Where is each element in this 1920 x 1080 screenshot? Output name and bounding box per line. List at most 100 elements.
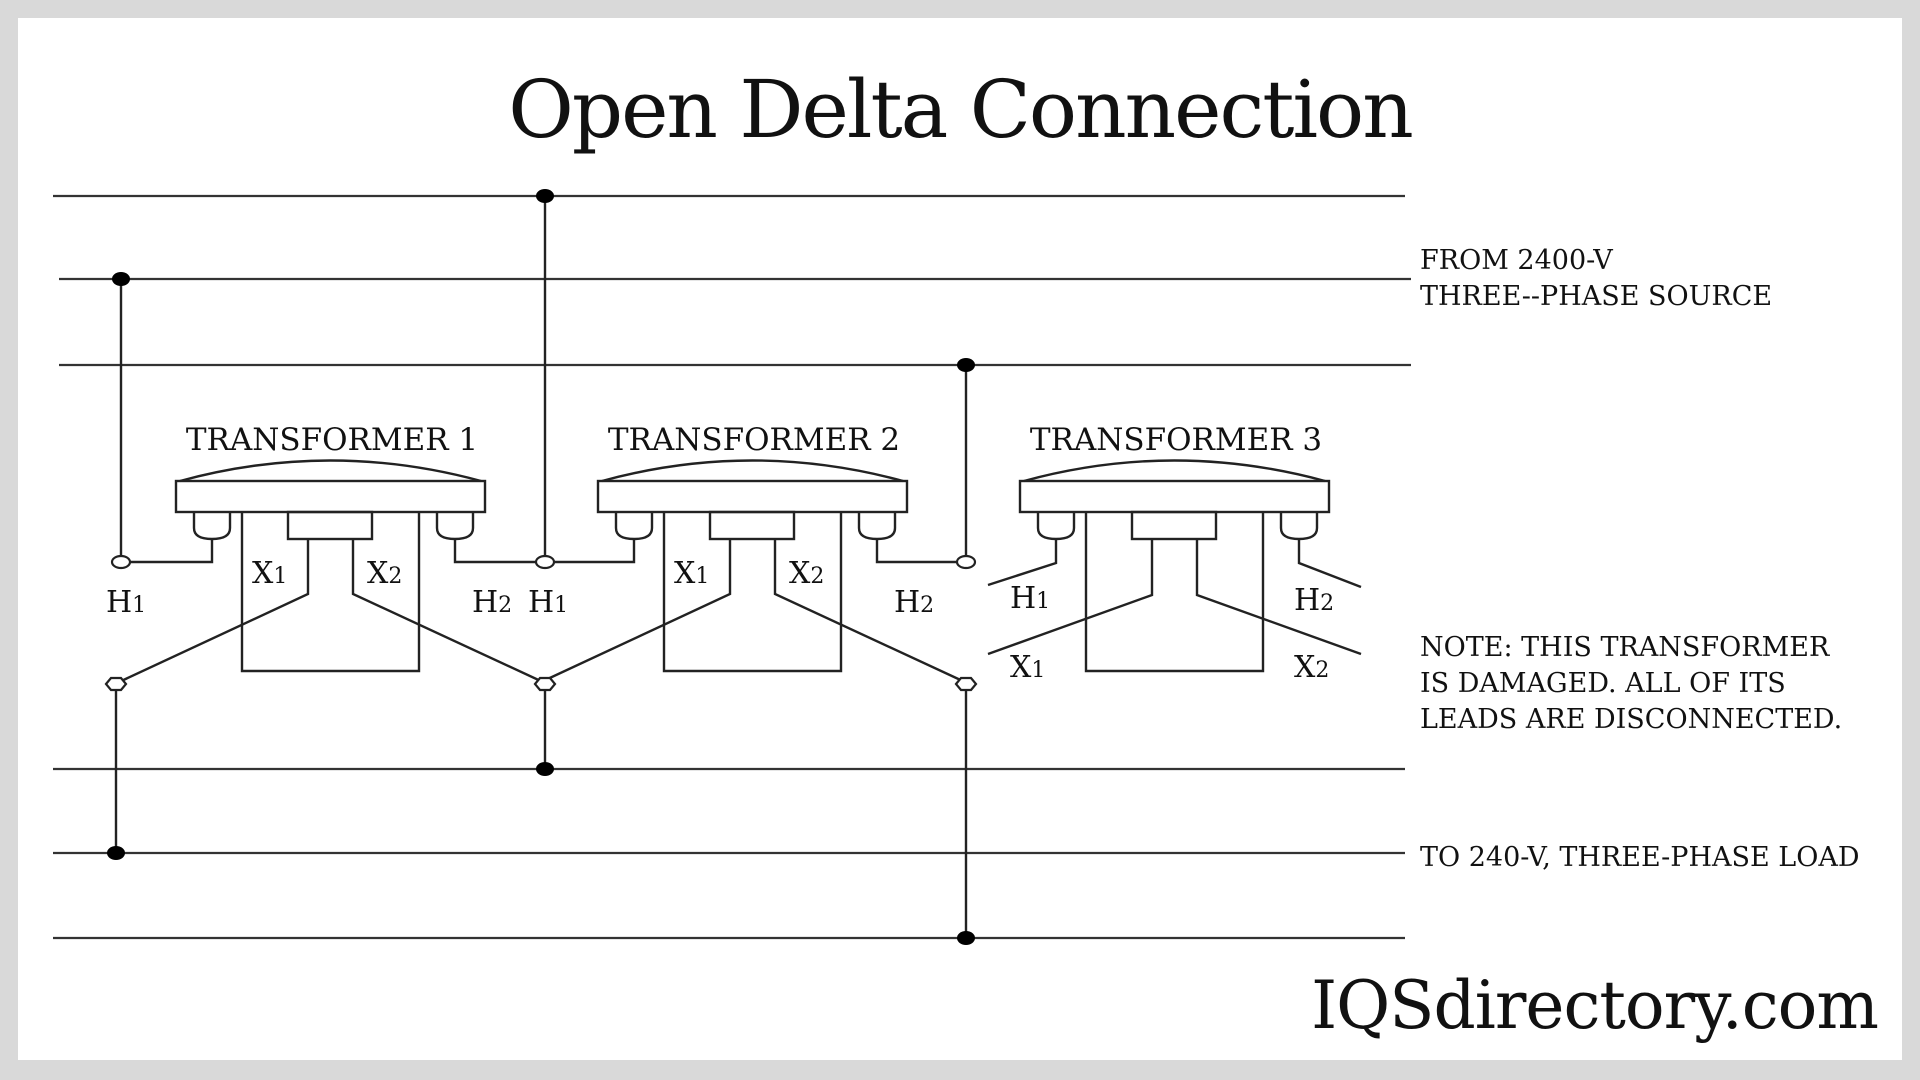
h1-bushing-icon bbox=[614, 512, 654, 541]
secondary-block bbox=[1130, 510, 1218, 541]
x1-label-letter: X bbox=[674, 556, 696, 591]
open-terminals bbox=[104, 554, 978, 692]
transformer-core bbox=[240, 512, 421, 673]
primary-connections bbox=[112, 189, 975, 558]
h2-lead-loose bbox=[1297, 539, 1362, 589]
secondary-block bbox=[708, 510, 796, 541]
brand-logo-text: IQSdirectory.com bbox=[1311, 967, 1878, 1044]
transformer-name: TRANSFORMER 2 bbox=[608, 422, 900, 458]
junction-dot bbox=[957, 931, 975, 945]
load-label: TO 240-V, THREE-PHASE LOAD bbox=[1420, 842, 1860, 873]
x1-label: X1 bbox=[252, 556, 287, 591]
source-label: FROM 2400-V THREE--PHASE SOURCE bbox=[1420, 245, 1772, 312]
x1-label-letter: X bbox=[252, 556, 274, 591]
h1-lead-loose bbox=[987, 539, 1058, 587]
h2-bushing-icon bbox=[1279, 512, 1319, 541]
x1-label-subscript: 1 bbox=[695, 564, 709, 589]
note-line1: NOTE: THIS TRANSFORMER bbox=[1420, 632, 1830, 663]
x2-label: X2 bbox=[1294, 650, 1329, 685]
primary-terminal bbox=[110, 554, 132, 570]
primary-terminal bbox=[955, 554, 977, 570]
h2-label-letter: H bbox=[472, 585, 498, 620]
transformer-dome bbox=[1023, 459, 1326, 483]
note-line3: LEADS ARE DISCONNECTED. bbox=[1420, 704, 1842, 735]
h1-label-subscript: 1 bbox=[554, 593, 568, 618]
h2-label: H2 bbox=[894, 585, 934, 620]
note-line2: IS DAMAGED. ALL OF ITS bbox=[1420, 668, 1786, 699]
x2-label-letter: X bbox=[1294, 650, 1316, 685]
x2-label-subscript: 2 bbox=[810, 564, 824, 589]
x2-label-letter: X bbox=[367, 556, 389, 591]
diagram-title: Open Delta Connection bbox=[508, 63, 1412, 156]
x2-label: X2 bbox=[367, 556, 402, 591]
h2-label-subscript: 2 bbox=[920, 593, 934, 618]
secondary-terminal bbox=[533, 676, 557, 692]
transformer-core bbox=[1084, 512, 1265, 673]
junction-dot bbox=[107, 846, 125, 860]
x2-label-letter: X bbox=[789, 556, 811, 591]
h2-lead bbox=[453, 539, 545, 564]
h1-lead bbox=[543, 539, 636, 564]
x2-lead bbox=[351, 539, 546, 685]
x2-label-subscript: 2 bbox=[388, 564, 402, 589]
x1-lead bbox=[116, 539, 310, 685]
h2-bushing-icon bbox=[435, 512, 475, 541]
x1-lead bbox=[538, 539, 732, 685]
transformer-core bbox=[662, 512, 843, 673]
x2-lead bbox=[773, 539, 968, 685]
load-buses bbox=[53, 767, 1405, 940]
transformer-name: TRANSFORMER 3 bbox=[1030, 422, 1322, 458]
source-label-line1: FROM 2400-V bbox=[1420, 245, 1613, 276]
transformer-name: TRANSFORMER 1 bbox=[186, 422, 478, 458]
junction-dot bbox=[536, 762, 554, 776]
junction-dot bbox=[957, 358, 975, 372]
h2-label-letter: H bbox=[1294, 583, 1320, 618]
primary-terminal bbox=[534, 554, 556, 570]
h1-bushing-icon bbox=[1036, 512, 1076, 541]
transformer-dome bbox=[179, 459, 482, 483]
h2-label: H2 bbox=[472, 585, 512, 620]
x1-label: X1 bbox=[1010, 650, 1045, 685]
secondary-connections bbox=[107, 688, 975, 945]
h2-label-subscript: 2 bbox=[1320, 591, 1334, 616]
damage-note: NOTE: THIS TRANSFORMER IS DAMAGED. ALL O… bbox=[1420, 632, 1842, 735]
x2-label: X2 bbox=[789, 556, 824, 591]
x2-lead-loose bbox=[1195, 539, 1362, 656]
h1-label-subscript: 1 bbox=[132, 593, 146, 618]
h1-bushing-icon bbox=[192, 512, 232, 541]
x1-label: X1 bbox=[674, 556, 709, 591]
transformer-cover bbox=[174, 479, 487, 514]
h2-label-letter: H bbox=[894, 585, 920, 620]
source-buses bbox=[53, 194, 1411, 367]
h1-lead bbox=[121, 539, 214, 564]
transformer-dome bbox=[601, 459, 904, 483]
h2-lead bbox=[875, 539, 967, 564]
secondary-block bbox=[286, 510, 374, 541]
secondary-terminal bbox=[104, 676, 128, 692]
h2-label: H2 bbox=[1294, 583, 1334, 618]
h1-label-letter: H bbox=[106, 585, 132, 620]
h1-label: H1 bbox=[106, 585, 146, 620]
x2-label-subscript: 2 bbox=[1315, 658, 1329, 683]
h1-label-letter: H bbox=[1010, 581, 1036, 616]
source-label-line2: THREE--PHASE SOURCE bbox=[1420, 281, 1772, 312]
h1-label: H1 bbox=[528, 585, 568, 620]
h2-label-subscript: 2 bbox=[498, 593, 512, 618]
x1-label-subscript: 1 bbox=[273, 564, 287, 589]
transformer-cover bbox=[1018, 479, 1331, 514]
h1-label-letter: H bbox=[528, 585, 554, 620]
h1-label-subscript: 1 bbox=[1036, 589, 1050, 614]
x1-lead-loose bbox=[987, 539, 1154, 656]
h1-label: H1 bbox=[1010, 581, 1050, 616]
x1-label-letter: X bbox=[1010, 650, 1032, 685]
secondary-terminal bbox=[954, 676, 978, 692]
junction-dot bbox=[536, 189, 554, 203]
transformer-cover bbox=[596, 479, 909, 514]
h2-bushing-icon bbox=[857, 512, 897, 541]
x1-label-subscript: 1 bbox=[1031, 658, 1045, 683]
junction-dot bbox=[112, 272, 130, 286]
